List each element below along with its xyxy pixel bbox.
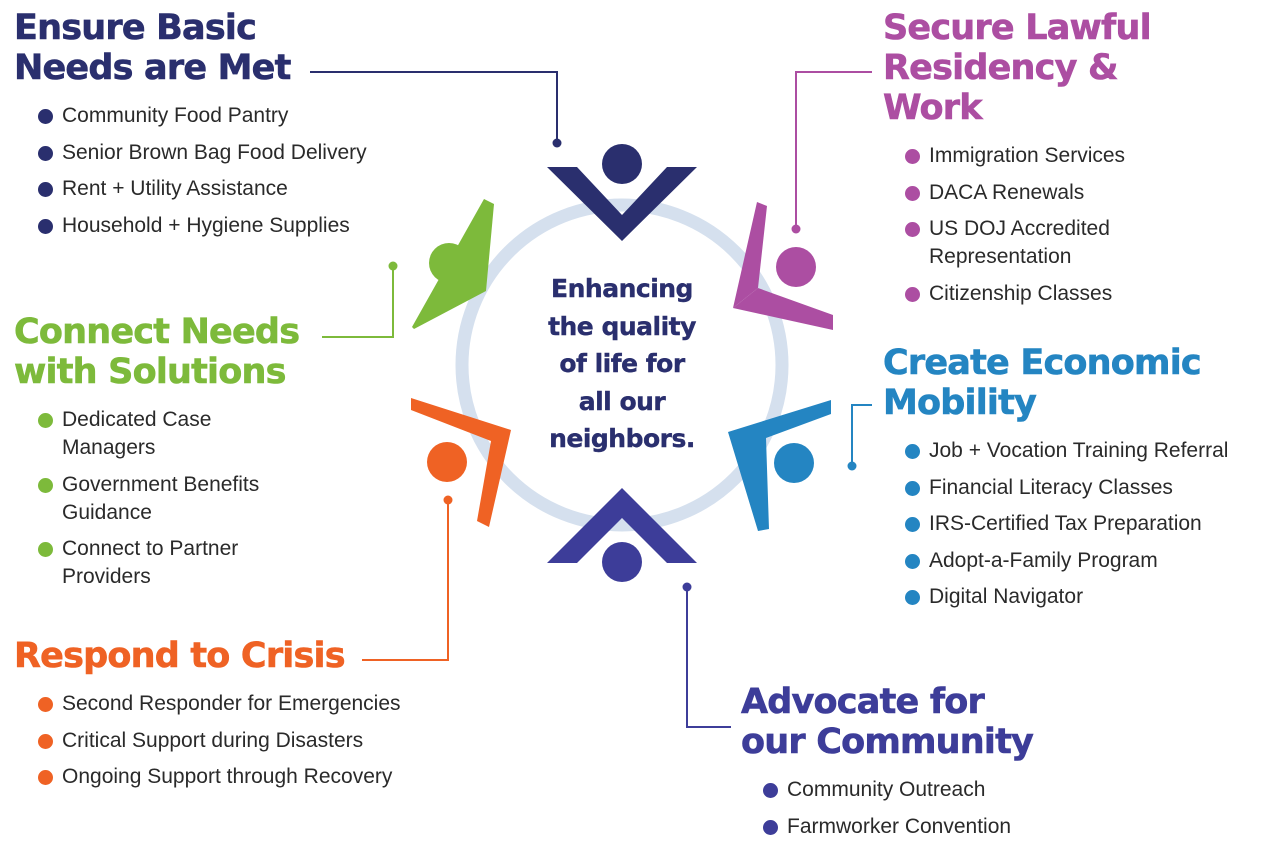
section-crisis: Respond to Crisis Second Responder for E…	[14, 636, 401, 800]
center-line-2: the quality	[548, 311, 697, 341]
bullet-dot	[905, 480, 920, 496]
list-item: Farmworker Convention	[759, 813, 1033, 841]
bullet-dot	[38, 413, 53, 428]
person-figure-indigo	[547, 488, 697, 582]
connector-basic-needs	[310, 71, 562, 148]
section-economic: Create Economic Mobility Job + Vocation …	[883, 343, 1229, 620]
section-title: Create Economic Mobility	[883, 343, 1228, 424]
center-line-5: neighbors.	[549, 424, 696, 453]
center-line-4: all our	[578, 386, 666, 416]
item-list: Job + Vocation Training Referral Financi…	[901, 437, 1228, 611]
connector-residency	[791, 71, 872, 234]
connector-advocate	[682, 582, 731, 728]
connector-connect	[322, 261, 398, 338]
list-item: Adopt-a-Family Program	[901, 547, 1228, 575]
list-item: Household + Hygiene Supplies	[34, 212, 367, 240]
bullet-dot	[38, 733, 53, 749]
list-item: IRS-Certified Tax Preparation	[901, 510, 1228, 538]
title-line: Ensure Basic	[14, 8, 257, 49]
person-figure-navy	[547, 144, 697, 241]
list-item: DACA Renewals	[901, 179, 1141, 207]
bullet-dot	[38, 770, 53, 785]
bullet-dot	[905, 149, 920, 164]
bullet-dot	[38, 218, 53, 234]
list-item: Immigration Services	[901, 142, 1141, 170]
center-message: Enhancing the quality of life for all ou…	[512, 270, 732, 458]
bullet-dot	[905, 517, 920, 532]
list-item: Community Outreach	[759, 776, 1033, 804]
bullet-dot	[905, 222, 920, 237]
title-line: Create Economic	[883, 343, 1202, 384]
section-title: Secure Lawful Residency & Work	[883, 8, 1152, 129]
title-line: Needs are Met	[14, 48, 292, 89]
section-advocate: Advocate for our Community Community Out…	[741, 682, 1034, 849]
list-item: Community Food Pantry	[34, 102, 367, 130]
section-basic-needs: Ensure Basic Needs are Met Community Foo…	[14, 8, 367, 248]
title-line: Connect Needs	[14, 312, 301, 353]
bullet-dot	[38, 477, 53, 493]
bullet-dot	[905, 444, 920, 459]
title-line: Advocate for	[741, 682, 985, 723]
title-line: with Solutions	[14, 352, 287, 393]
item-list: Community Food Pantry Senior Brown Bag F…	[34, 102, 367, 240]
bullet-dot	[763, 819, 778, 835]
section-residency: Secure Lawful Residency & Work Immigrati…	[883, 8, 1152, 316]
bullet-dot	[38, 697, 53, 712]
bullet-dot	[38, 109, 53, 124]
bullet-dot	[905, 590, 920, 605]
title-line: Residency &	[883, 48, 1119, 89]
bullet-dot	[763, 783, 778, 798]
item-list: Immigration Services DACA Renewals US DO…	[901, 142, 1141, 308]
title-line: Work	[883, 88, 983, 129]
list-item: Rent + Utility Assistance	[34, 175, 367, 203]
center-line-1: Enhancing	[551, 274, 694, 303]
section-title: Respond to Crisis	[14, 636, 401, 677]
list-item: Citizenship Classes	[901, 280, 1141, 308]
section-title: Connect Needs with Solutions	[14, 312, 301, 393]
item-list: Community Outreach Farmworker Convention	[759, 776, 1033, 841]
person-figure-green	[412, 199, 494, 329]
list-item: Second Responder for Emergencies	[34, 690, 401, 718]
list-item: Digital Navigator	[901, 583, 1228, 611]
center-line-3: of life for	[559, 349, 685, 378]
title-line: our Community	[741, 722, 1034, 763]
bullet-dot	[38, 145, 53, 161]
person-figure-magenta	[733, 202, 833, 330]
person-figure-orange	[411, 398, 511, 527]
list-item: Connect to Partner Providers	[34, 535, 294, 591]
item-list: Dedicated Case Managers Government Benef…	[34, 406, 294, 591]
bullet-dot	[905, 185, 920, 201]
list-item: Ongoing Support through Recovery	[34, 763, 401, 791]
bullet-dot	[905, 286, 920, 302]
person-figure-blue	[728, 400, 831, 531]
list-item: US DOJ Accredited Representation	[901, 215, 1141, 271]
list-item: Senior Brown Bag Food Delivery	[34, 139, 367, 167]
section-connect: Connect Needs with Solutions Dedicated C…	[14, 312, 301, 600]
center-ring	[455, 198, 789, 532]
title-line: Respond to Crisis	[14, 636, 346, 677]
title-line: Secure Lawful	[883, 8, 1152, 49]
item-list: Second Responder for Emergencies Critica…	[34, 690, 401, 791]
list-item: Job + Vocation Training Referral	[901, 437, 1228, 465]
list-item: Critical Support during Disasters	[34, 727, 401, 755]
list-item: Financial Literacy Classes	[901, 474, 1228, 502]
section-title: Advocate for our Community	[741, 682, 1034, 763]
list-item: Government Benefits Guidance	[34, 471, 294, 527]
bullet-dot	[905, 553, 920, 569]
connector-crisis	[362, 495, 453, 661]
connector-economic	[847, 404, 872, 471]
bullet-dot	[38, 182, 53, 197]
bullet-dot	[38, 542, 53, 557]
section-title: Ensure Basic Needs are Met	[14, 8, 367, 89]
title-line: Mobility	[883, 383, 1037, 424]
list-item: Dedicated Case Managers	[34, 406, 294, 462]
